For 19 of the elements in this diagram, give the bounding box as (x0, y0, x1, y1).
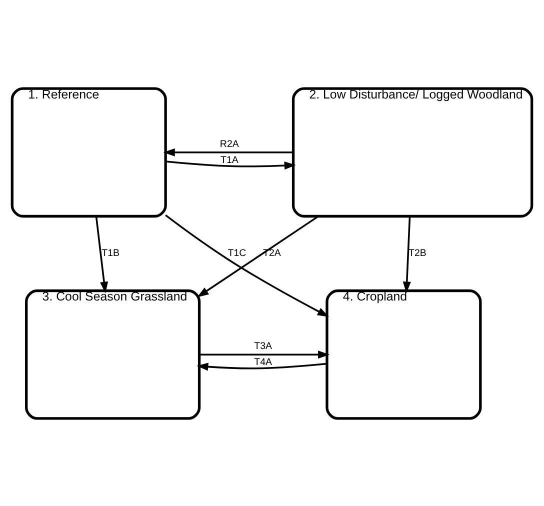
arrow (199, 350, 330, 358)
arrow (163, 148, 294, 156)
edge-label: R2A (220, 138, 239, 150)
node-box: 2. Low Disturbance/ Logged Woodland (292, 86, 534, 218)
arrow (197, 215, 319, 297)
arrow (95, 216, 108, 293)
edge-label: T3A (254, 340, 272, 352)
arrow (196, 362, 327, 370)
node-box: 3. Cool Season Grassland (25, 288, 201, 420)
edge-label: T1A (220, 154, 238, 166)
edge-label: T2B (408, 247, 426, 258)
node-box: 4. Cropland (326, 288, 482, 420)
arrow (402, 216, 411, 293)
edge-label: T4A (254, 356, 272, 368)
node-box: 1. Reference (10, 86, 167, 218)
edge-label: T1C (228, 247, 246, 258)
arrow (166, 160, 296, 170)
arrow (165, 214, 329, 316)
edge-label: T1B (102, 247, 120, 258)
